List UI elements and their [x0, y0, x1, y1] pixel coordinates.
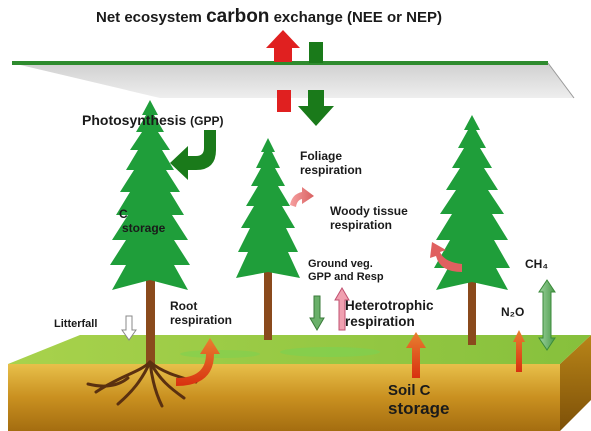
- label-ground-veg: Ground veg.GPP and Resp: [308, 258, 384, 283]
- label-woody-line2: respiration: [330, 217, 393, 232]
- root-respiration-arrow: [176, 338, 220, 386]
- label-ground-line2: GPP and Resp: [308, 270, 384, 283]
- n2o-arrow: [513, 330, 525, 372]
- diagram-title: Net ecosystem carbon exchange (NEE or NE…: [96, 6, 442, 28]
- label-root-line1: Root: [170, 299, 198, 313]
- title-prefix: Net ecosystem: [96, 9, 207, 26]
- label-litterfall: Litterfall: [54, 318, 98, 330]
- nee-release-bar-below: [277, 90, 291, 112]
- nee-uptake-arrow: [298, 90, 334, 126]
- label-c-storage-line2: storage: [122, 220, 166, 235]
- ground-veg-up-arrow: [334, 287, 350, 331]
- ground-veg-down-arrow: [309, 295, 325, 331]
- nee-uptake-bar-top: [309, 42, 323, 63]
- label-soil-line2: storage: [388, 399, 450, 419]
- title-emphasis: carbon: [206, 6, 270, 27]
- label-photosynthesis: Photosynthesis (GPP): [82, 112, 223, 129]
- label-photosynthesis-main: Photosynthesis: [82, 112, 187, 128]
- ch4-double-arrow: [538, 279, 556, 351]
- label-root-line2: respiration: [170, 312, 233, 327]
- photosynthesis-arrow: [170, 130, 216, 180]
- label-ground-line1: Ground veg.: [308, 258, 373, 270]
- woody-respiration-arrow: [430, 242, 462, 272]
- soil-block: [8, 335, 591, 431]
- label-photosynthesis-abbr: (GPP): [190, 114, 224, 128]
- tree-left: [86, 100, 198, 408]
- label-foliage-line2: respiration: [300, 162, 363, 177]
- label-ch4: CH₄: [525, 257, 549, 271]
- label-soil-line1: Soil C: [388, 382, 431, 399]
- label-n2o: N₂O: [501, 305, 525, 319]
- label-foliage-line1: Foliage: [300, 149, 343, 163]
- litterfall-arrow: [121, 315, 137, 341]
- label-hetero-line2: respiration: [345, 313, 415, 329]
- heterotrophic-respiration-arrow: [406, 332, 426, 378]
- canopy-boundary-plane: [12, 61, 575, 99]
- foliage-respiration-arrow: [290, 187, 314, 207]
- title-suffix: exchange (NEE or NEP): [269, 9, 442, 26]
- nee-release-arrow: [266, 30, 300, 62]
- label-woody-line1: Woody tissue: [330, 204, 408, 218]
- tree-roots: [86, 360, 198, 408]
- tree-right: [434, 115, 510, 345]
- label-hetero-line1: Heterotrophic: [345, 298, 434, 313]
- label-c-storage-line1: C: [119, 207, 128, 221]
- tree-middle: [236, 138, 300, 340]
